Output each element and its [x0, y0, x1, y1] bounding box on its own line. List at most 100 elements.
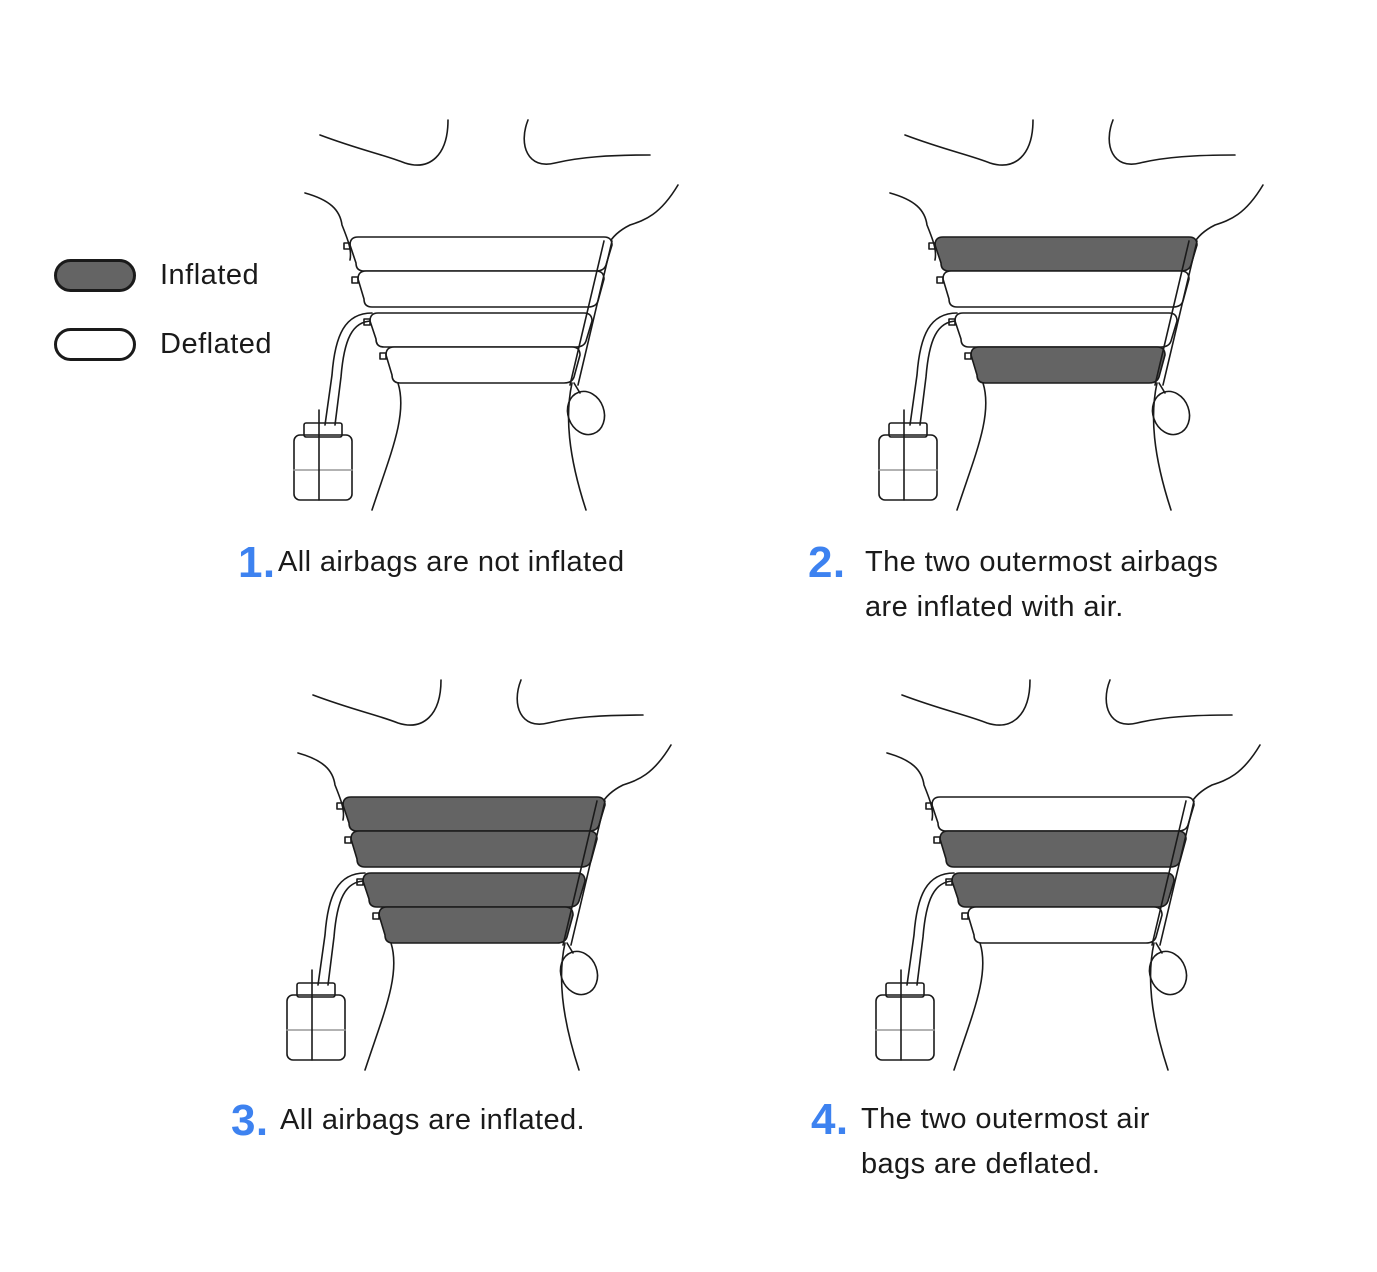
waist-right-outline — [1152, 382, 1172, 511]
shoulder-right-outline — [600, 744, 672, 806]
airbag-1 — [342, 796, 606, 832]
caption-3-line-1: All airbags are inflated. — [280, 1104, 585, 1136]
torso-airbag-drawing — [875, 679, 1261, 1071]
waist-left-outline — [371, 382, 402, 511]
air-tube-inner — [916, 880, 955, 986]
bottle-cap — [888, 422, 928, 438]
airbag-3-tab — [948, 318, 956, 326]
neck-left-outline — [901, 679, 1031, 726]
airbag-2-tab — [936, 276, 944, 284]
pump-connector — [1158, 382, 1166, 394]
panel-3-illustration — [283, 675, 703, 1075]
waist-right-outline — [1149, 942, 1169, 1071]
air-tube-inner — [919, 320, 958, 426]
right-tube-outer — [1162, 240, 1198, 386]
shoulder-right-outline — [607, 184, 679, 246]
pump-connector — [1155, 942, 1163, 954]
neck-right-outline — [1105, 679, 1233, 725]
air-tube-outer — [324, 312, 373, 426]
shoulder-right-outline — [1192, 184, 1264, 246]
right-tube-outer — [1159, 800, 1195, 946]
neck-left-outline — [904, 119, 1034, 166]
airbag-2 — [939, 830, 1187, 868]
pump-connector — [566, 942, 574, 954]
right-tube-inner — [569, 240, 605, 386]
air-tube-inner — [334, 320, 373, 426]
legend-inflated-label: Inflated — [160, 258, 260, 291]
torso-airbag-drawing — [286, 679, 672, 1071]
step-number-1: 1. — [238, 538, 276, 587]
airbag-4-tab — [961, 912, 969, 920]
airbag-3-tab — [363, 318, 371, 326]
air-tube-outer — [909, 312, 958, 426]
shoulder-left-outline — [304, 192, 352, 261]
right-tube-outer — [577, 240, 613, 386]
air-tube-inner — [327, 880, 366, 986]
waist-left-outline — [364, 942, 395, 1071]
airbag-4-tab — [964, 352, 972, 360]
bottle-body — [875, 994, 935, 1061]
right-tube-inner — [1151, 800, 1187, 946]
step-number-2: 2. — [808, 538, 846, 587]
airbag-2-tab — [344, 836, 352, 844]
right-tube-inner — [562, 800, 598, 946]
airbag-2-tab — [933, 836, 941, 844]
airbag-4 — [970, 346, 1166, 384]
neck-right-outline — [1108, 119, 1236, 165]
legend-deflated: Deflated — [54, 325, 272, 363]
bottle-cap — [303, 422, 343, 438]
shoulder-left-outline — [889, 192, 937, 261]
airbag-4-tab — [372, 912, 380, 920]
airbag-3 — [362, 872, 586, 908]
airbag-1 — [349, 236, 613, 272]
neck-right-outline — [516, 679, 644, 725]
neck-left-outline — [319, 119, 449, 166]
caption-2-line-2: are inflated with air. — [865, 591, 1124, 623]
deflated-swatch-icon — [54, 327, 136, 361]
shoulder-left-outline — [297, 752, 345, 821]
pump-bulb — [1151, 390, 1191, 436]
waist-right-outline — [567, 382, 587, 511]
bottle-body — [293, 434, 353, 501]
caption-2-line-1: The two outermost airbags — [865, 546, 1219, 578]
pump-bulb — [1148, 950, 1188, 996]
legend-deflated-label: Deflated — [160, 327, 273, 360]
airbag-1 — [931, 796, 1195, 832]
airbag-3 — [951, 872, 1175, 908]
airbag-1-tab — [928, 242, 936, 250]
torso-airbag-drawing — [293, 119, 679, 511]
airbag-1-tab — [925, 802, 933, 810]
bottle-body — [286, 994, 346, 1061]
panel-4-illustration — [872, 675, 1292, 1075]
panel-1-illustration — [290, 115, 710, 515]
waist-right-outline — [560, 942, 580, 1071]
caption-4-line-1: The two outermost air — [861, 1103, 1150, 1135]
airbag-3-tab — [356, 878, 364, 886]
neck-left-outline — [312, 679, 442, 726]
airbag-2 — [350, 830, 598, 868]
legend-inflated: Inflated — [54, 256, 259, 294]
bottle-cap — [296, 982, 336, 998]
airbag-1-tab — [343, 242, 351, 250]
step-number-3: 3. — [231, 1096, 269, 1145]
right-tube-outer — [570, 800, 606, 946]
airbag-3 — [954, 312, 1178, 348]
airbag-4 — [967, 906, 1163, 944]
bottle-body — [878, 434, 938, 501]
pump-bulb — [559, 950, 599, 996]
airbag-2 — [942, 270, 1190, 308]
torso-airbag-drawing — [878, 119, 1264, 511]
pump-connector — [573, 382, 581, 394]
airbag-1-tab — [336, 802, 344, 810]
waist-left-outline — [953, 942, 984, 1071]
airbag-4 — [378, 906, 574, 944]
airbag-4 — [385, 346, 581, 384]
pump-bulb — [566, 390, 606, 436]
caption-1-line-1: All airbags are not inflated — [278, 546, 625, 578]
inflated-swatch-icon — [54, 258, 136, 292]
airbag-2-tab — [351, 276, 359, 284]
airbag-3-tab — [945, 878, 953, 886]
caption-4-line-2: bags are deflated. — [861, 1148, 1101, 1180]
right-tube-inner — [1154, 240, 1190, 386]
airbag-3 — [369, 312, 593, 348]
